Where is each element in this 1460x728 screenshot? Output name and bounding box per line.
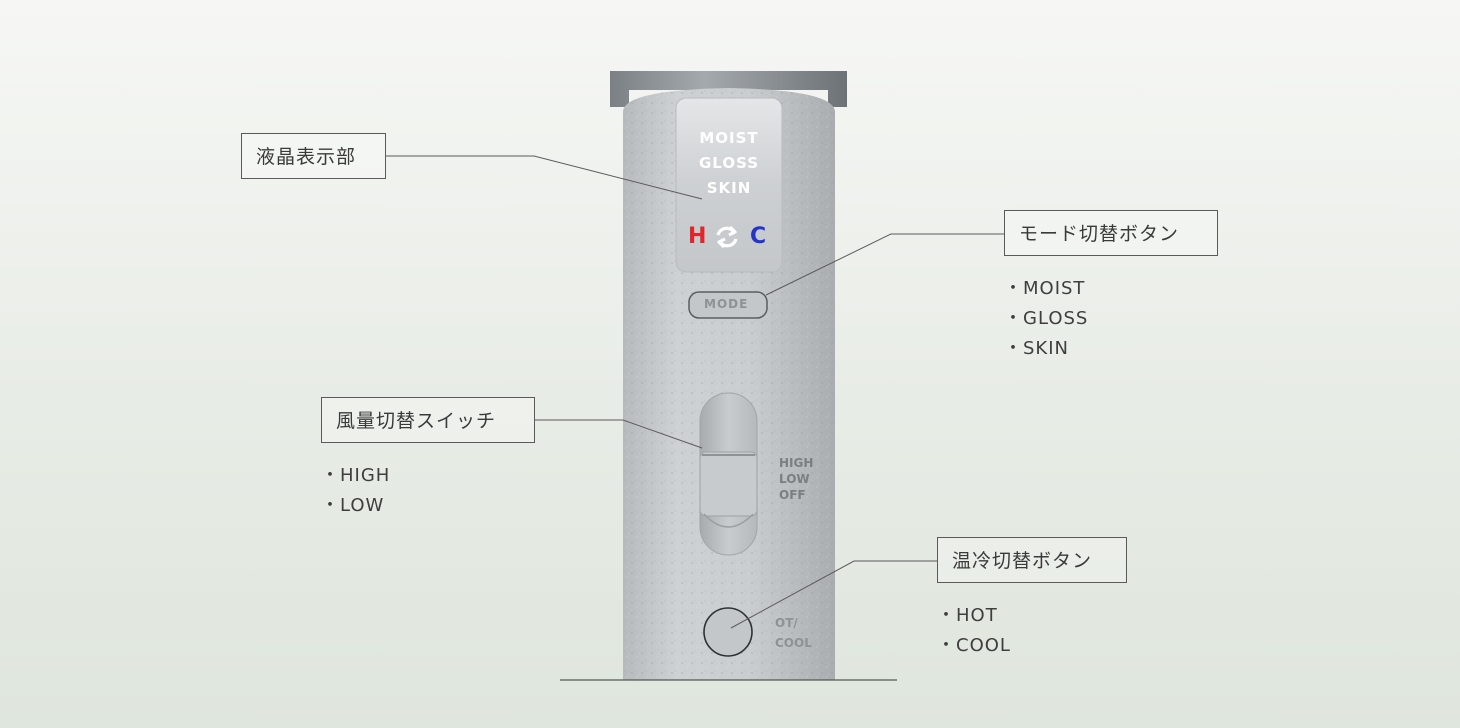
airflow-option-low: LOW (321, 491, 390, 521)
leader-line-temp (730, 560, 937, 629)
leader-line-mode (765, 233, 1004, 296)
switch-label-high: HIGH (779, 456, 814, 470)
switch-label-low: LOW (779, 472, 810, 486)
sync-icon (716, 225, 738, 249)
switch-label-off: OFF (779, 488, 806, 502)
hotcool-button-shape (703, 607, 753, 657)
temp-option-hot: HOT (937, 601, 1011, 631)
hotcool-label-bottom: COOL (775, 636, 812, 650)
mode-option-moist: MOIST (1004, 274, 1088, 304)
airflow-options-list: HIGH LOW (321, 461, 390, 521)
callout-lcd-display: 液晶表示部 (241, 133, 386, 179)
callout-mode-button: モード切替ボタン (1004, 210, 1218, 256)
callout-airflow-switch: 風量切替スイッチ (321, 397, 535, 443)
hotcool-button-label: OT/ COOL (775, 613, 812, 653)
mode-option-skin: SKIN (1004, 334, 1088, 364)
lcd-mode-moist: MOIST (699, 129, 759, 147)
lcd-mode-list: MOIST GLOSS SKIN (676, 126, 782, 201)
temp-options-list: HOT COOL (937, 601, 1011, 661)
leader-line-lcd (386, 155, 703, 200)
temp-option-cool: COOL (937, 631, 1011, 661)
lcd-mode-gloss: GLOSS (698, 154, 760, 172)
hotcool-label-top: OT/ (775, 616, 798, 630)
callout-temp-button: 温冷切替ボタン (937, 537, 1127, 583)
lcd-cool-indicator: C (750, 224, 767, 249)
airflow-switch-labels: HIGH LOW OFF (779, 455, 813, 503)
mode-options-list: MOIST GLOSS SKIN (1004, 274, 1088, 364)
mode-option-gloss: GLOSS (1004, 304, 1088, 334)
lcd-mode-skin: SKIN (706, 179, 752, 197)
mode-button-label: MODE (704, 297, 749, 311)
leader-line-airflow (535, 419, 703, 449)
lcd-hot-indicator: H (688, 224, 707, 249)
lcd-window (676, 98, 782, 272)
airflow-option-high: HIGH (321, 461, 390, 491)
mode-button-shape (688, 291, 768, 319)
